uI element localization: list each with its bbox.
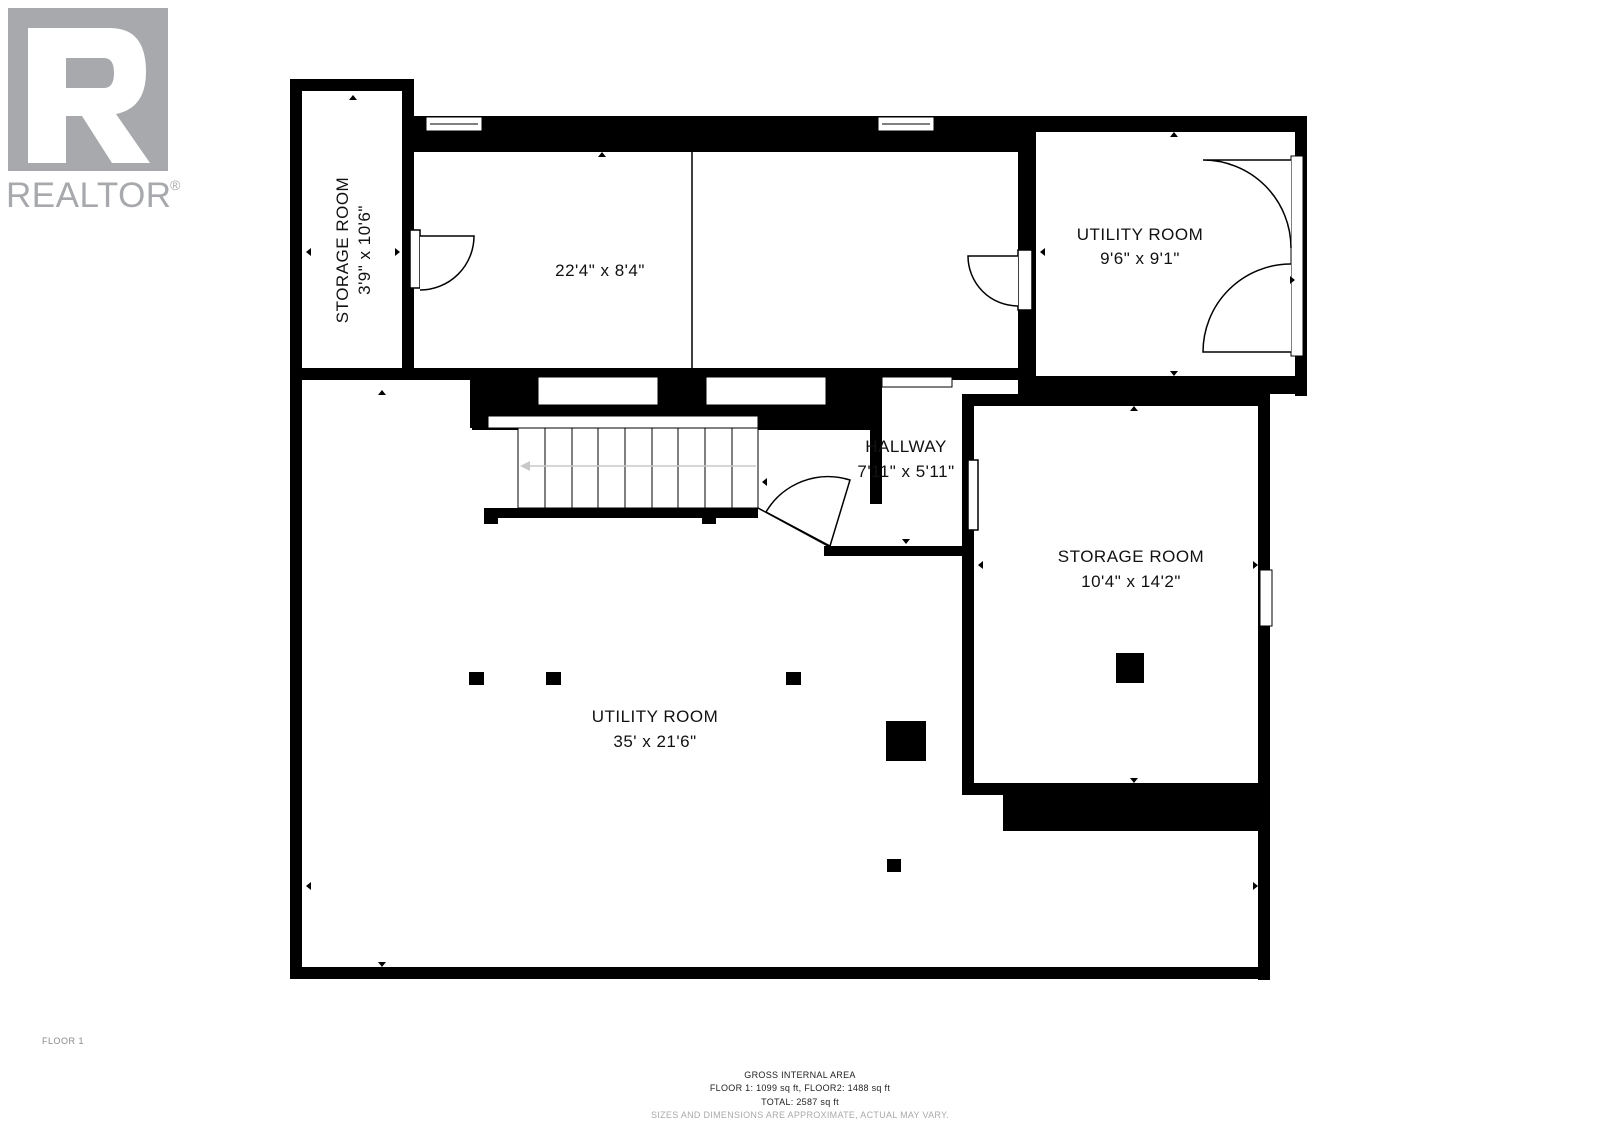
registered-mark: ® bbox=[170, 177, 181, 193]
columns bbox=[469, 653, 1144, 872]
storage-left-label: STORAGE ROOM 3'9" x 10'6" bbox=[333, 177, 374, 323]
wall bbox=[484, 508, 498, 524]
post bbox=[546, 672, 561, 685]
wall bbox=[870, 376, 882, 504]
post bbox=[887, 859, 901, 872]
utility-top-name: UTILITY ROOM bbox=[1077, 225, 1204, 244]
window bbox=[881, 376, 953, 388]
wall bbox=[824, 546, 974, 556]
wall bbox=[1003, 783, 1258, 831]
post bbox=[786, 672, 801, 685]
room-storage-right-floor bbox=[974, 406, 1258, 783]
post bbox=[469, 672, 484, 685]
hallway-dims: 7'11" x 5'11" bbox=[857, 462, 954, 481]
door-swing bbox=[1202, 263, 1292, 353]
stair-landing bbox=[487, 415, 759, 429]
utility-top-dims: 9'6" x 9'1" bbox=[1100, 249, 1180, 268]
wall bbox=[1258, 394, 1270, 980]
utility-main-name: UTILITY ROOM bbox=[592, 707, 719, 726]
floor-label: FLOOR 1 bbox=[42, 1036, 85, 1046]
footer-total: TOTAL: 2587 sq ft bbox=[761, 1097, 839, 1107]
realtor-logo-text: REALTOR bbox=[6, 176, 172, 215]
wall bbox=[402, 79, 414, 379]
storage-right-name: STORAGE ROOM bbox=[1058, 547, 1204, 566]
door-swing bbox=[1202, 159, 1292, 249]
wall bbox=[290, 79, 302, 979]
wall bbox=[290, 79, 414, 91]
wall bbox=[702, 508, 716, 524]
room-interiors bbox=[302, 91, 1295, 967]
post bbox=[1116, 653, 1144, 683]
storage-right-dims: 10'4" x 14'2" bbox=[1081, 572, 1181, 591]
window bbox=[537, 376, 659, 406]
footer-heading: GROSS INTERNAL AREA bbox=[744, 1070, 856, 1080]
door-frame bbox=[409, 229, 421, 289]
room-top-middle-floor bbox=[420, 152, 1018, 368]
window-door-frame bbox=[1290, 155, 1304, 357]
wall bbox=[1018, 376, 1307, 394]
post bbox=[886, 721, 926, 761]
utility-main-dims: 35' x 21'6" bbox=[613, 732, 696, 751]
window bbox=[1259, 569, 1273, 627]
door-frame bbox=[967, 459, 979, 531]
wall bbox=[962, 394, 974, 794]
stair-treads bbox=[544, 428, 733, 508]
windows bbox=[425, 116, 1304, 627]
wall bbox=[290, 967, 1270, 979]
door-swing bbox=[967, 255, 1019, 307]
wall bbox=[962, 394, 1270, 406]
staircase bbox=[487, 415, 759, 509]
door-swing bbox=[764, 475, 851, 548]
realtor-logo: REALTOR ® bbox=[6, 8, 181, 215]
dimension-markers bbox=[306, 95, 1295, 967]
door-swing bbox=[419, 235, 475, 291]
room-utility-main-floor-c bbox=[472, 556, 962, 967]
footer-floor-areas: FLOOR 1: 1099 sq ft, FLOOR2: 1488 sq ft bbox=[709, 1083, 891, 1093]
footer-disclaimer: SIZES AND DIMENSIONS ARE APPROXIMATE, AC… bbox=[651, 1110, 949, 1120]
top-middle-dims: 22'4" x 8'4" bbox=[555, 261, 645, 280]
hallway-name: HALLWAY bbox=[865, 437, 947, 456]
room-storage-left-floor bbox=[302, 91, 402, 368]
stair-arrow-icon bbox=[520, 461, 530, 471]
doors bbox=[409, 159, 1292, 548]
room-utility-main-floor-d bbox=[962, 831, 1258, 967]
realtor-r-icon bbox=[28, 28, 150, 163]
storage-left-name: STORAGE ROOM bbox=[333, 177, 352, 323]
stair-run bbox=[517, 427, 759, 509]
door-frame bbox=[1017, 249, 1033, 311]
window bbox=[705, 376, 827, 406]
storage-left-dims: 3'9" x 10'6" bbox=[355, 205, 374, 295]
wall bbox=[484, 508, 758, 518]
